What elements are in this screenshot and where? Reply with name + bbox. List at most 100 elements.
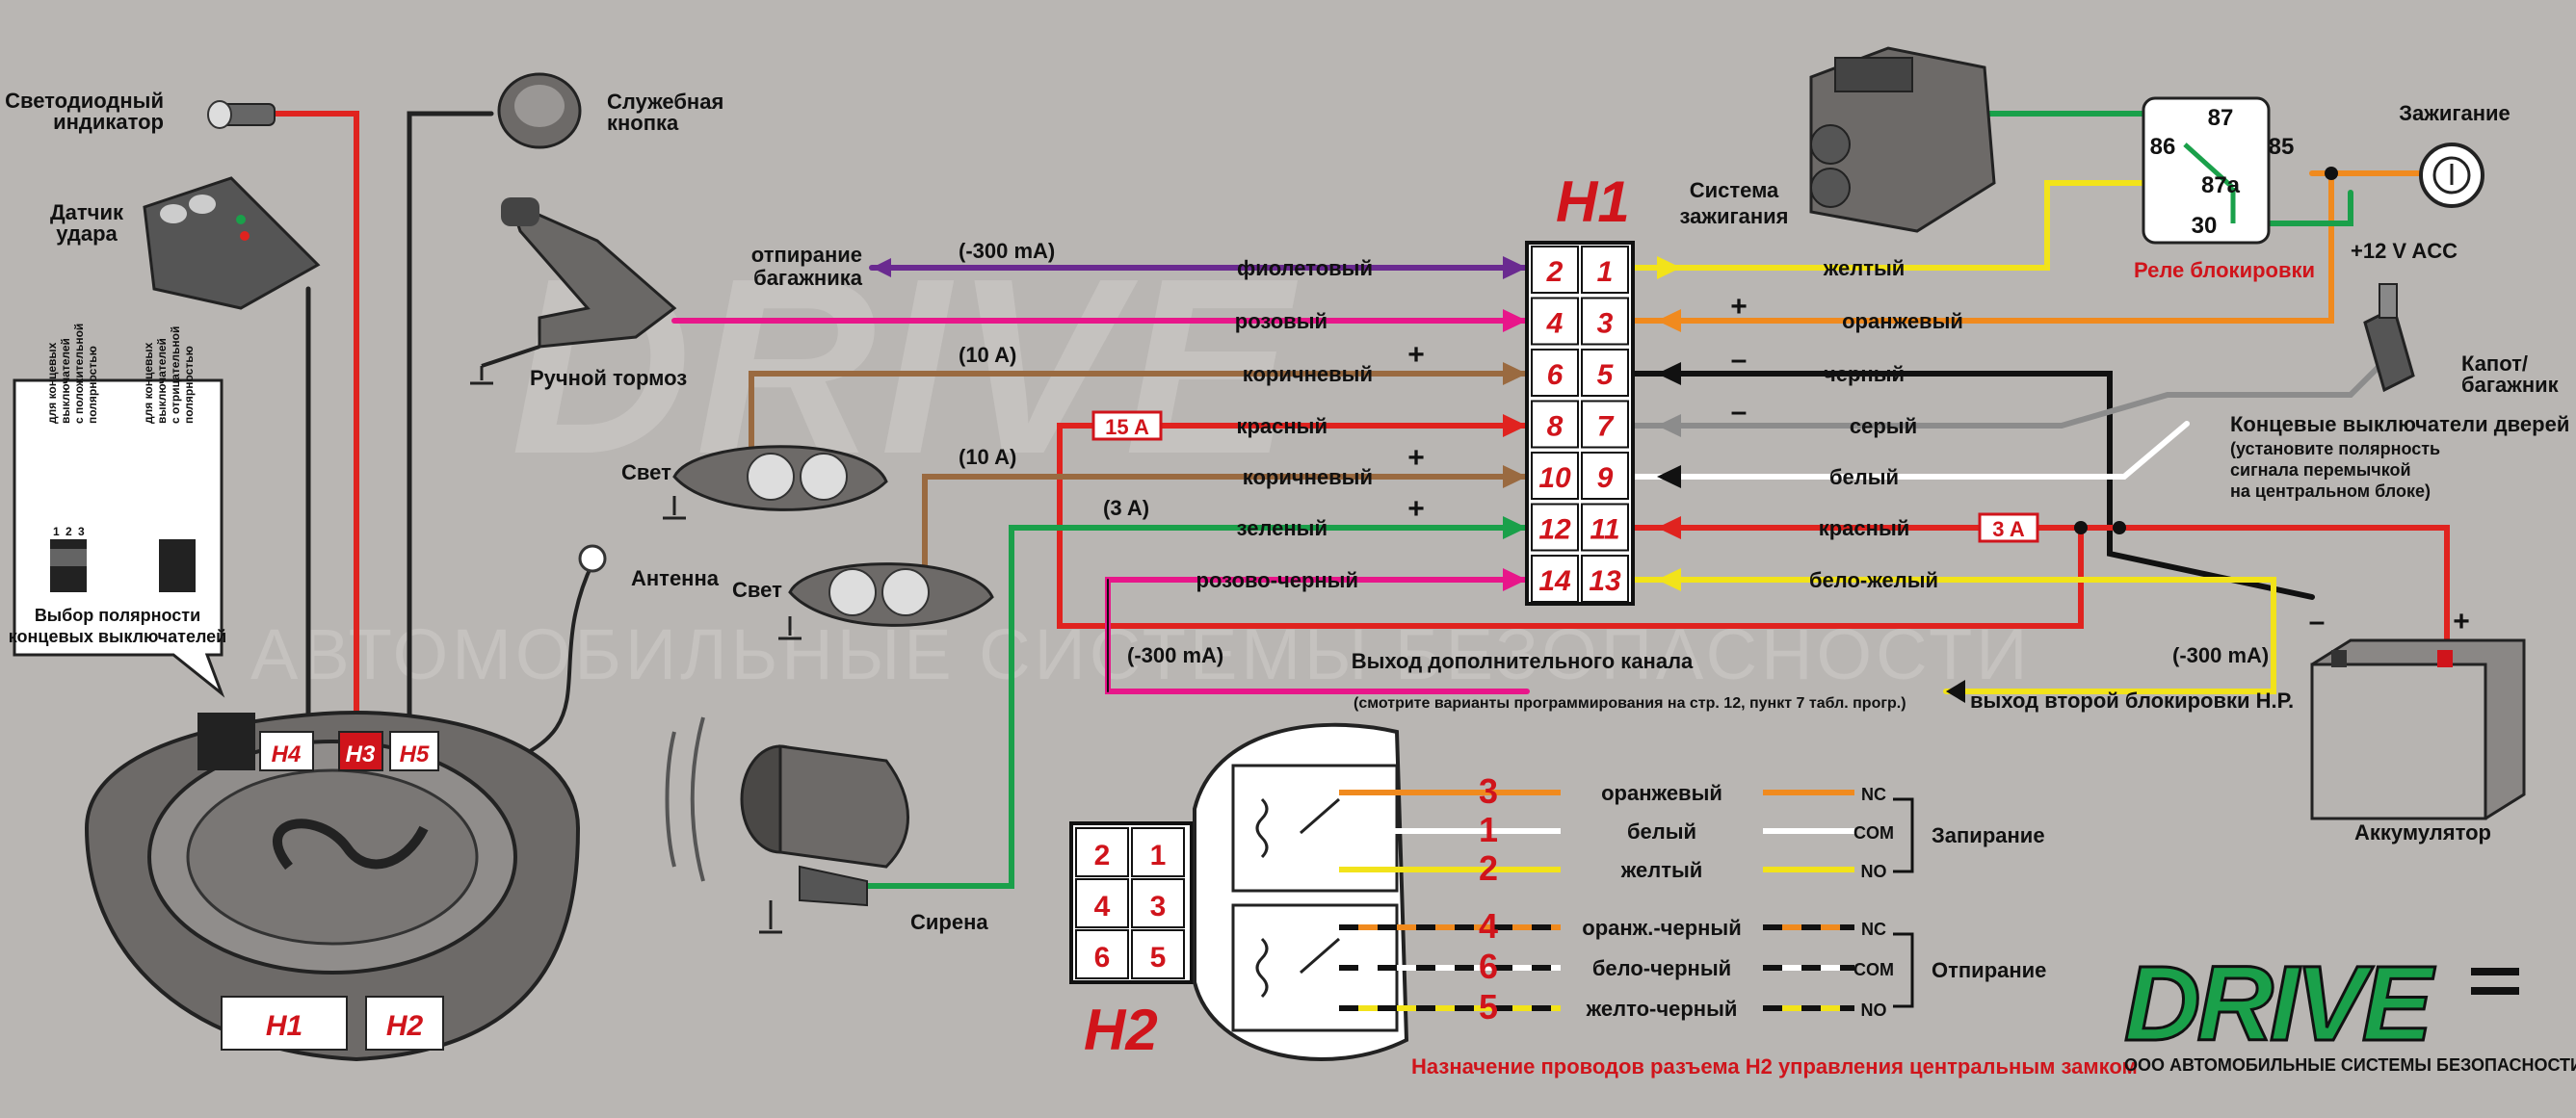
h1-pin-number: 3 (1597, 308, 1614, 340)
h2-contact-bg (1854, 912, 1893, 941)
svg-text:Капот/: Капот/ (2461, 351, 2528, 376)
h1-pin-number: 5 (1597, 359, 1615, 391)
h1-pin-number: 1 (1597, 256, 1614, 288)
h1-pin-cell (1581, 400, 1629, 449)
svg-text:кнопка: кнопка (607, 111, 679, 135)
ignition-system: Система зажигания (1679, 46, 1996, 233)
h2-pin-cell (1131, 878, 1185, 928)
svg-text:удара: удара (56, 221, 118, 246)
h1-pin-number: 10 (1538, 462, 1571, 494)
fuse-3a: 3 A (1978, 512, 2039, 543)
svg-text:87a: 87a (2201, 172, 2241, 198)
h2-pin-number: 4 (1094, 891, 1111, 923)
svg-text:+12 V ACC: +12 V ACC (2351, 239, 2458, 263)
h1-pin-cell (1581, 246, 1629, 294)
shock-sensor: Датчик удара (50, 176, 321, 310)
svg-text:H5: H5 (400, 741, 430, 767)
svg-text:Антенна: Антенна (631, 566, 720, 590)
h1-pin-cell (1581, 503, 1629, 552)
fuse-15a: 15 A (1091, 410, 1163, 441)
h2-wire-label-bg (1561, 816, 1763, 845)
svg-text:–: – (2309, 606, 2326, 637)
svg-text:багажника: багажника (753, 266, 863, 290)
svg-text:(10 A): (10 A) (959, 343, 1016, 367)
h2-contact-bg (1854, 777, 1893, 806)
svg-text:концевых выключателей: концевых выключателей (9, 627, 227, 646)
svg-text:1: 1 (53, 525, 60, 538)
h2-wire-color-label: желто-черный (1586, 997, 1738, 1021)
h2-pin-number: 2 (1094, 840, 1111, 871)
h1-pin-cell (1581, 297, 1629, 346)
left-wires (272, 111, 2084, 889)
svg-text:+: + (1407, 493, 1425, 525)
wire-label-pink: розовый (1235, 309, 1327, 333)
h2-wire-pin: 1 (1479, 810, 1498, 849)
svg-text:86: 86 (2150, 134, 2176, 160)
h2-wire-color-label: желтый (1620, 858, 1703, 882)
svg-text:Зажигание: Зажигание (2399, 101, 2510, 125)
light-2: Свет (732, 562, 994, 640)
second-lock-label: выход второй блокировки Н.Р. (1970, 689, 2294, 713)
siren: Сирена (665, 716, 988, 934)
service-button: Служебная кнопка (497, 72, 723, 149)
annotations: (-300 mA) (10 A) (10 A) (3 A) (-300 mA) … (959, 239, 2294, 713)
svg-text:Ручной тормоз: Ручной тормоз (530, 366, 687, 390)
wire-arrows (872, 167, 2338, 703)
svg-text:ООО АВТОМОБИЛЬНЫЕ СИСТЕМЫ БЕЗО: ООО АВТОМОБИЛЬНЫЕ СИСТЕМЫ БЕЗОПАСНОСТИ (2124, 1055, 2576, 1075)
h2-relay-module (1193, 722, 1409, 1061)
svg-text:для концевых: для концевых (45, 342, 59, 424)
wire-label-red: красный (1236, 414, 1327, 438)
h2-pin-cell (1075, 929, 1129, 979)
h2-wire-pin: 6 (1479, 947, 1498, 986)
h1-pin-number: 8 (1547, 411, 1564, 443)
h1-pin-number: 7 (1597, 411, 1615, 443)
h1-pin-number: 2 (1546, 256, 1564, 288)
wire-label-brown2: коричневый (1243, 465, 1373, 489)
trunk-release: отпирание багажника (751, 243, 863, 290)
svg-text:(10 A): (10 A) (959, 445, 1016, 469)
svg-text:красный: красный (1819, 516, 1910, 540)
svg-text:сигнала перемычкой: сигнала перемычкой (2230, 460, 2411, 480)
svg-text:30: 30 (2192, 213, 2218, 239)
svg-text:бело-желый: бело-желый (1809, 568, 1938, 592)
h2-wire-pin: 3 (1479, 771, 1498, 811)
wire-label-brown1: коричневый (1243, 362, 1373, 386)
svg-text:полярностью: полярностью (182, 346, 196, 424)
led-indicator: Светодиодный индикатор (5, 89, 276, 134)
svg-text:H1: H1 (266, 1010, 302, 1042)
svg-text:Служебная: Служебная (607, 90, 723, 114)
svg-text:индикатор: индикатор (53, 110, 164, 134)
svg-text:+: + (2453, 606, 2470, 637)
h2-pin-cell (1075, 827, 1129, 877)
svg-text:Выбор полярности: Выбор полярности (35, 606, 200, 625)
h1-pin-number: 13 (1589, 565, 1621, 597)
wire-label-pink-black: розово-черный (1196, 568, 1358, 592)
svg-text:Реле блокировки: Реле блокировки (2134, 258, 2315, 282)
main-unit: H4 H3 H5 H1 H2 (84, 710, 581, 1062)
hood-trunk-switch: Капот/ багажник (2363, 283, 2560, 397)
light-1: Свет (621, 445, 888, 520)
svg-text:H1: H1 (1556, 169, 1630, 234)
lock-group-label: Запирание (1932, 823, 2045, 847)
svg-text:выключателей: выключателей (155, 338, 169, 424)
svg-text:багажник: багажник (2461, 373, 2560, 397)
h2-wire-contact: COM (1853, 823, 1894, 843)
watermark: DRIVE АВТОМОБИЛЬНЫЕ СИСТЕМЫ БЕЗОПАСНОСТИ (250, 227, 2027, 694)
svg-text:H4: H4 (272, 741, 302, 767)
right-wire-labels: желтый оранжевый черный серый белый крас… (1809, 256, 1963, 592)
svg-text:Концевые выключатели дверей: Концевые выключатели дверей (2230, 412, 2569, 436)
unlock-group-label: Отпирание (1932, 958, 2046, 982)
svg-text:85: 85 (2269, 134, 2295, 160)
antenna: Антенна (578, 544, 720, 590)
h2-wire-label-bg (1561, 993, 1763, 1022)
door-switches-note: Концевые выключатели дверей (установите … (2230, 412, 2569, 501)
svg-text:H3: H3 (346, 741, 376, 767)
svg-text:полярностью: полярностью (86, 346, 99, 424)
h2-caption: Назначение проводов разъема H2 управлени… (1411, 1054, 2138, 1079)
svg-text:серый: серый (1850, 414, 1917, 438)
svg-text:белый: белый (1829, 465, 1899, 489)
svg-text:(-300 mA): (-300 mA) (2172, 643, 2269, 667)
svg-text:H2: H2 (386, 1010, 424, 1042)
